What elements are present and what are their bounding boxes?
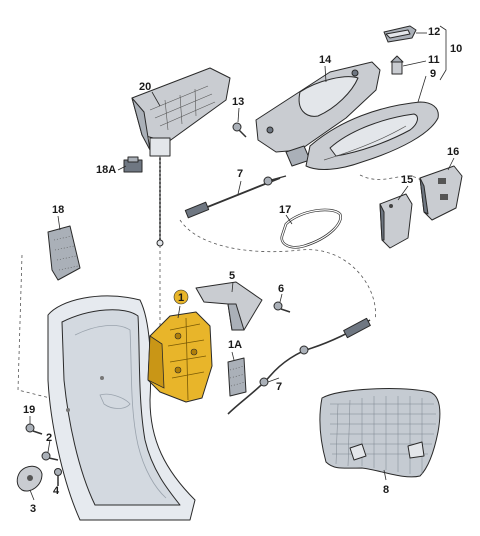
handle-cap-12 bbox=[383, 25, 417, 43]
callout-1A: 1A bbox=[228, 339, 242, 351]
callout-19: 19 bbox=[23, 404, 35, 416]
callout-16: 16 bbox=[447, 146, 459, 158]
callout-6: 6 bbox=[278, 283, 284, 295]
callout-labels: 1 1A 2 3 4 5 6 7 7 8 9 10 11 12 13 14 15… bbox=[23, 26, 462, 515]
cable-7-upper bbox=[184, 175, 287, 219]
door-shell bbox=[47, 295, 196, 521]
callout-7-upper: 7 bbox=[237, 168, 243, 180]
callout-17: 17 bbox=[279, 204, 291, 216]
clip-18A bbox=[123, 156, 143, 173]
door-lock-1 bbox=[147, 311, 213, 403]
foam-strip-1A bbox=[227, 357, 247, 397]
callout-11: 11 bbox=[428, 54, 440, 66]
highlight-badge bbox=[173, 289, 189, 305]
lock-housing-20 bbox=[131, 67, 231, 247]
callout-12: 12 bbox=[428, 26, 440, 38]
cap-16 bbox=[419, 165, 463, 221]
handle-carrier-14 bbox=[255, 61, 381, 167]
callout-15: 15 bbox=[401, 174, 413, 186]
callout-4: 4 bbox=[53, 485, 60, 497]
leader-lines bbox=[29, 25, 455, 501]
callout-14: 14 bbox=[319, 54, 332, 66]
cover-panel-8 bbox=[319, 388, 441, 478]
door-handle-9 bbox=[305, 101, 439, 170]
cap-15 bbox=[379, 193, 413, 249]
bracket-5 bbox=[195, 281, 263, 331]
callout-18: 18 bbox=[52, 204, 64, 216]
callout-2: 2 bbox=[46, 432, 52, 444]
callout-13: 13 bbox=[232, 96, 244, 108]
screw-6 bbox=[273, 301, 291, 313]
callout-9: 9 bbox=[430, 68, 436, 80]
screw-2 bbox=[41, 451, 59, 461]
cable-7-lower bbox=[227, 317, 371, 415]
callout-18A: 18A bbox=[96, 164, 116, 176]
callout-20: 20 bbox=[139, 81, 151, 93]
callout-1: 1 bbox=[178, 292, 184, 304]
cylinder-11 bbox=[390, 55, 404, 75]
callout-5: 5 bbox=[229, 270, 235, 282]
screw-13 bbox=[232, 122, 247, 138]
callout-3: 3 bbox=[30, 503, 36, 515]
striker-3 bbox=[16, 465, 43, 492]
foam-pad-18 bbox=[47, 225, 81, 281]
callout-10: 10 bbox=[450, 43, 462, 55]
callout-7-lower: 7 bbox=[276, 381, 282, 393]
gasket-17 bbox=[280, 208, 342, 249]
callout-8: 8 bbox=[383, 484, 389, 496]
screw-19 bbox=[25, 423, 43, 435]
